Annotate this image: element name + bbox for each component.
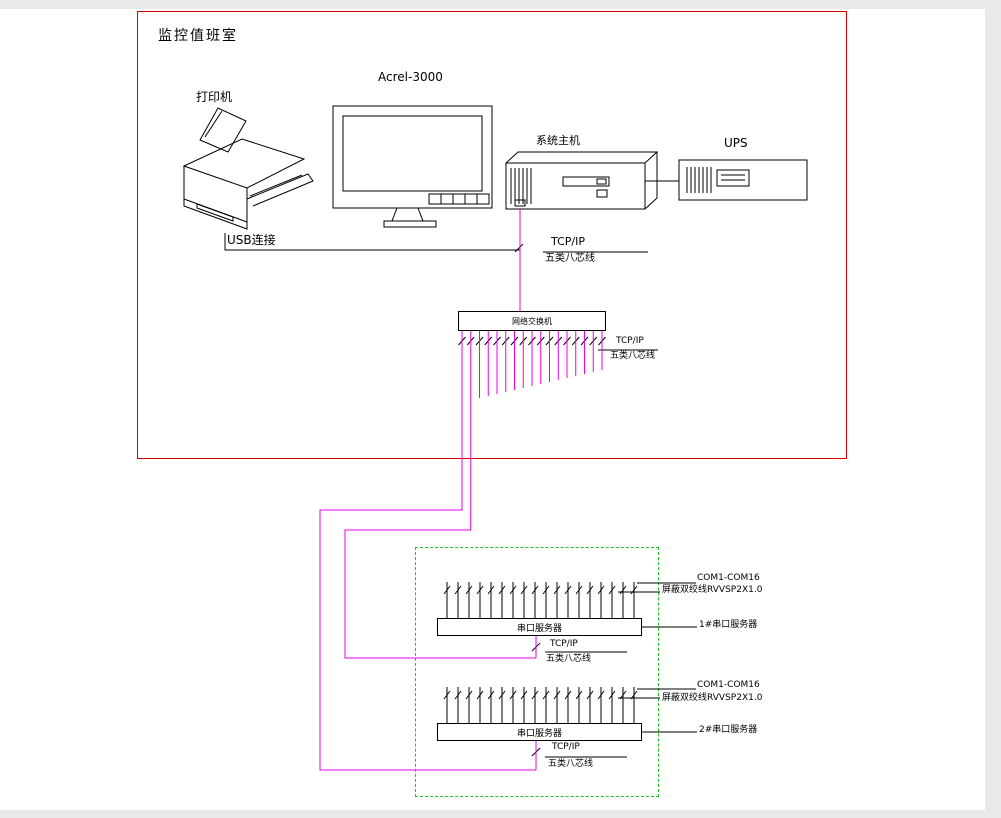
- host-link-cable-label: 五类八芯线: [545, 253, 595, 264]
- server1-protocol-label: TCP/IP: [550, 639, 578, 649]
- network-switch-label: 网络交换机: [512, 316, 552, 326]
- host-link-protocol-label: TCP/IP: [551, 235, 585, 248]
- server2-protocol-label: TCP/IP: [552, 742, 580, 752]
- serial-server2-box: 串口服务器: [437, 723, 642, 741]
- usb-link-label: USB连接: [227, 233, 276, 247]
- serial-server2-label: 串口服务器: [516, 728, 562, 739]
- server2-com-range-label: COM1-COM16: [697, 680, 760, 690]
- server2-net-cable-label: 五类八芯线: [548, 759, 594, 769]
- server2-callout-label: 2#串口服务器: [699, 725, 758, 735]
- network-switch-box: 网络交换机: [458, 311, 606, 331]
- monitor-label: Acrel-3000: [378, 70, 443, 84]
- server1-serial-cable-label: 屏蔽双绞线RVVSP2X1.0: [662, 585, 763, 595]
- serial-server-zone-boundary: [415, 547, 659, 797]
- host-label: 系统主机: [536, 134, 580, 147]
- server2-serial-cable-label: 屏蔽双绞线RVVSP2X1.0: [662, 693, 763, 703]
- switch-uplink-protocol-label: TCP/IP: [616, 336, 644, 346]
- server1-net-cable-label: 五类八芯线: [546, 654, 592, 664]
- printer-label: 打印机: [196, 90, 233, 104]
- serial-server1-label: 串口服务器: [516, 623, 562, 634]
- switch-uplink-cable-label: 五类八芯线: [610, 351, 656, 361]
- server1-callout-label: 1#串口服务器: [699, 620, 758, 630]
- room-title: 监控值班室: [158, 28, 238, 44]
- server1-com-range-label: COM1-COM16: [697, 573, 760, 583]
- ups-label: UPS: [724, 136, 748, 150]
- serial-server1-box: 串口服务器: [437, 618, 642, 636]
